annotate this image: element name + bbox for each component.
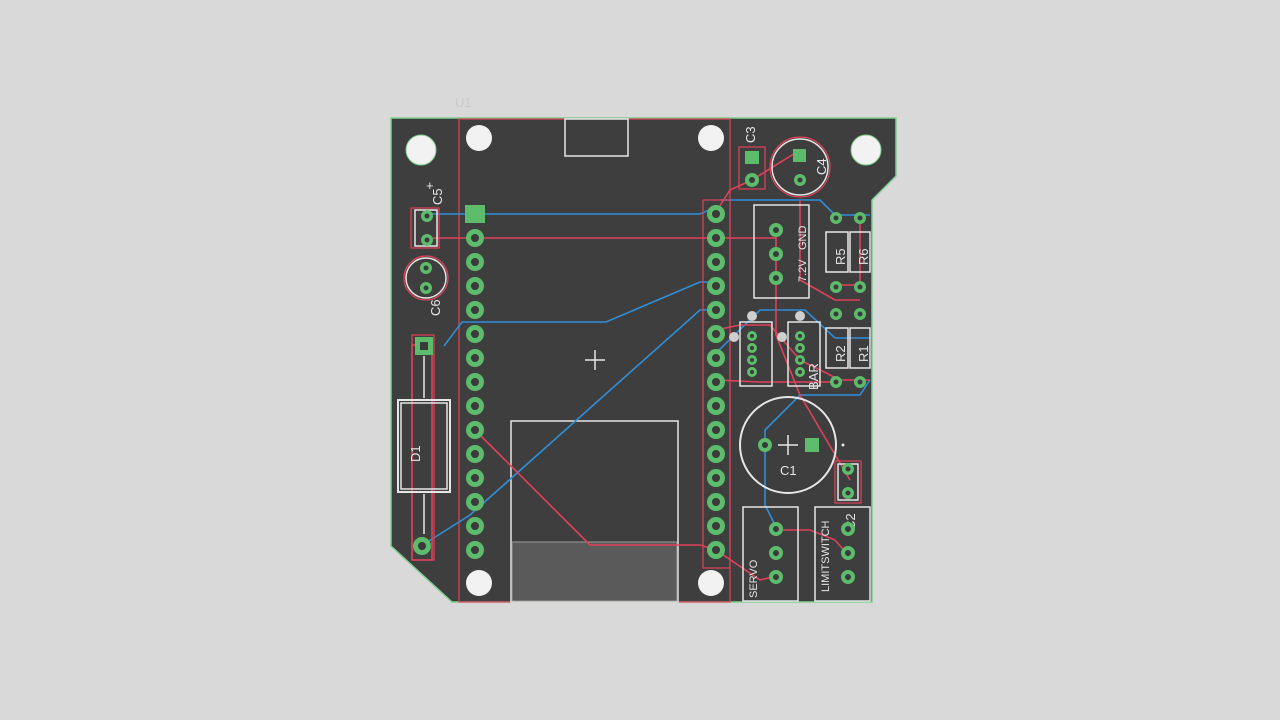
c6-capacitor[interactable] — [403, 255, 449, 301]
d1-diode[interactable] — [397, 334, 451, 561]
r1-label: R1 — [856, 345, 871, 362]
bar-connector-right[interactable] — [777, 311, 821, 387]
c4-label: C4 — [814, 158, 829, 175]
limitswitch-connector[interactable] — [814, 506, 871, 602]
c2-capacitor[interactable] — [834, 460, 862, 504]
u1-label: U1 — [455, 95, 472, 110]
u1-module[interactable] — [458, 118, 731, 603]
c5-plus: + — [426, 178, 434, 193]
servo-connector[interactable] — [742, 506, 799, 602]
gnd-label: GND — [797, 226, 809, 251]
c3-capacitor[interactable] — [738, 146, 766, 190]
u1-left-header[interactable] — [465, 205, 485, 559]
bar-label: BAR — [806, 363, 821, 390]
r5-resistor[interactable] — [825, 212, 849, 293]
d1-label: D1 — [408, 445, 423, 462]
r6-label: R6 — [856, 248, 871, 265]
bottom-copper-traces — [420, 199, 871, 547]
r1-resistor[interactable] — [849, 308, 871, 388]
c5-capacitor[interactable] — [410, 207, 440, 249]
limitswitch-label: LIMITSWITCH — [820, 520, 832, 592]
v72-label: 7.2V — [797, 259, 809, 282]
c4-capacitor[interactable] — [769, 136, 831, 198]
r2-label: R2 — [833, 345, 848, 362]
power-connector[interactable] — [753, 204, 810, 299]
r5-label: R5 — [833, 248, 848, 265]
c5-label: C5 — [430, 188, 445, 205]
mounting-hole-top-right — [850, 134, 882, 166]
servo-label: SERVO — [748, 559, 760, 598]
mounting-hole-top-left — [405, 134, 437, 166]
c6-label: C6 — [428, 299, 443, 316]
c3-label: C3 — [743, 126, 758, 143]
u1-right-header[interactable] — [702, 199, 731, 569]
bar-connector-left[interactable] — [729, 311, 773, 387]
r2-resistor[interactable] — [825, 308, 849, 388]
c1-capacitor[interactable] — [739, 396, 845, 494]
c1-label: C1 — [780, 463, 797, 478]
r6-resistor[interactable] — [849, 212, 871, 293]
